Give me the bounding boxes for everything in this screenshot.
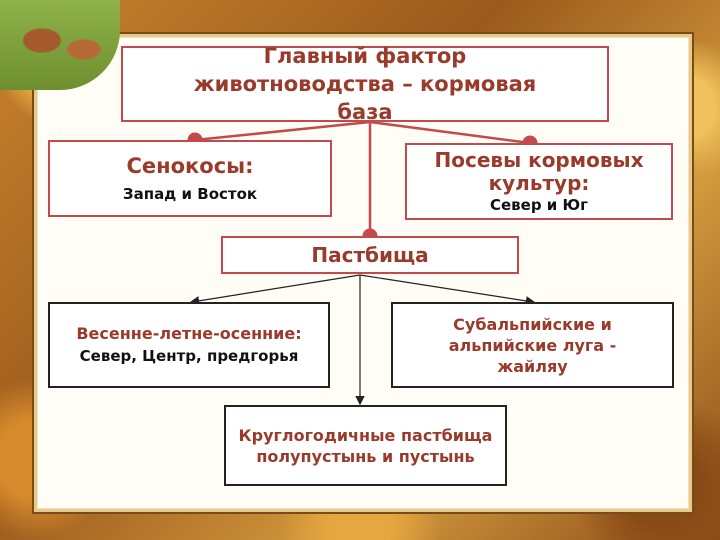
main-factor-box: Главный фактор животноводства – кормовая… (121, 44, 609, 124)
connector-main-hayfields (187, 120, 371, 148)
connector-pastures-seasonal (189, 274, 361, 306)
alpine-meadows-title: Субальпийские и альпийские луга - жайляу (448, 314, 617, 376)
hayfields-title: Сенокосы: (126, 153, 254, 178)
crops-title: Посевы кормовых культур: (434, 147, 644, 195)
seasonal-pastures-box: Весенне-летне-осенние: Север, Центр, пре… (48, 302, 330, 388)
connector-main-crops (369, 120, 538, 151)
seasonal-pastures-title: Весенне-летне-осенние: (76, 324, 302, 343)
pastures-box: Пастбища (221, 236, 519, 274)
seasonal-pastures-subtitle: Север, Центр, предгорья (79, 347, 299, 365)
pastures-title: Пастбища (311, 243, 429, 267)
alpine-meadows-box: Субальпийские и альпийские луга - жайляу (391, 302, 674, 388)
hayfields-subtitle: Запад и Восток (122, 184, 258, 203)
crops-box: Посевы кормовых культур: Север и Юг (405, 143, 673, 220)
hayfields-box: Сенокосы: Запад и Восток (48, 140, 332, 217)
crops-subtitle: Север и Юг (490, 195, 588, 214)
main-factor-title: Главный фактор животноводства – кормовая… (193, 44, 537, 124)
year-round-pastures-box: Круглогодичные пастбища полупустынь и пу… (224, 405, 507, 486)
year-round-pastures-title: Круглогодичные пастбища полупустынь и пу… (238, 425, 493, 466)
connector-pastures-alpine (359, 274, 536, 306)
